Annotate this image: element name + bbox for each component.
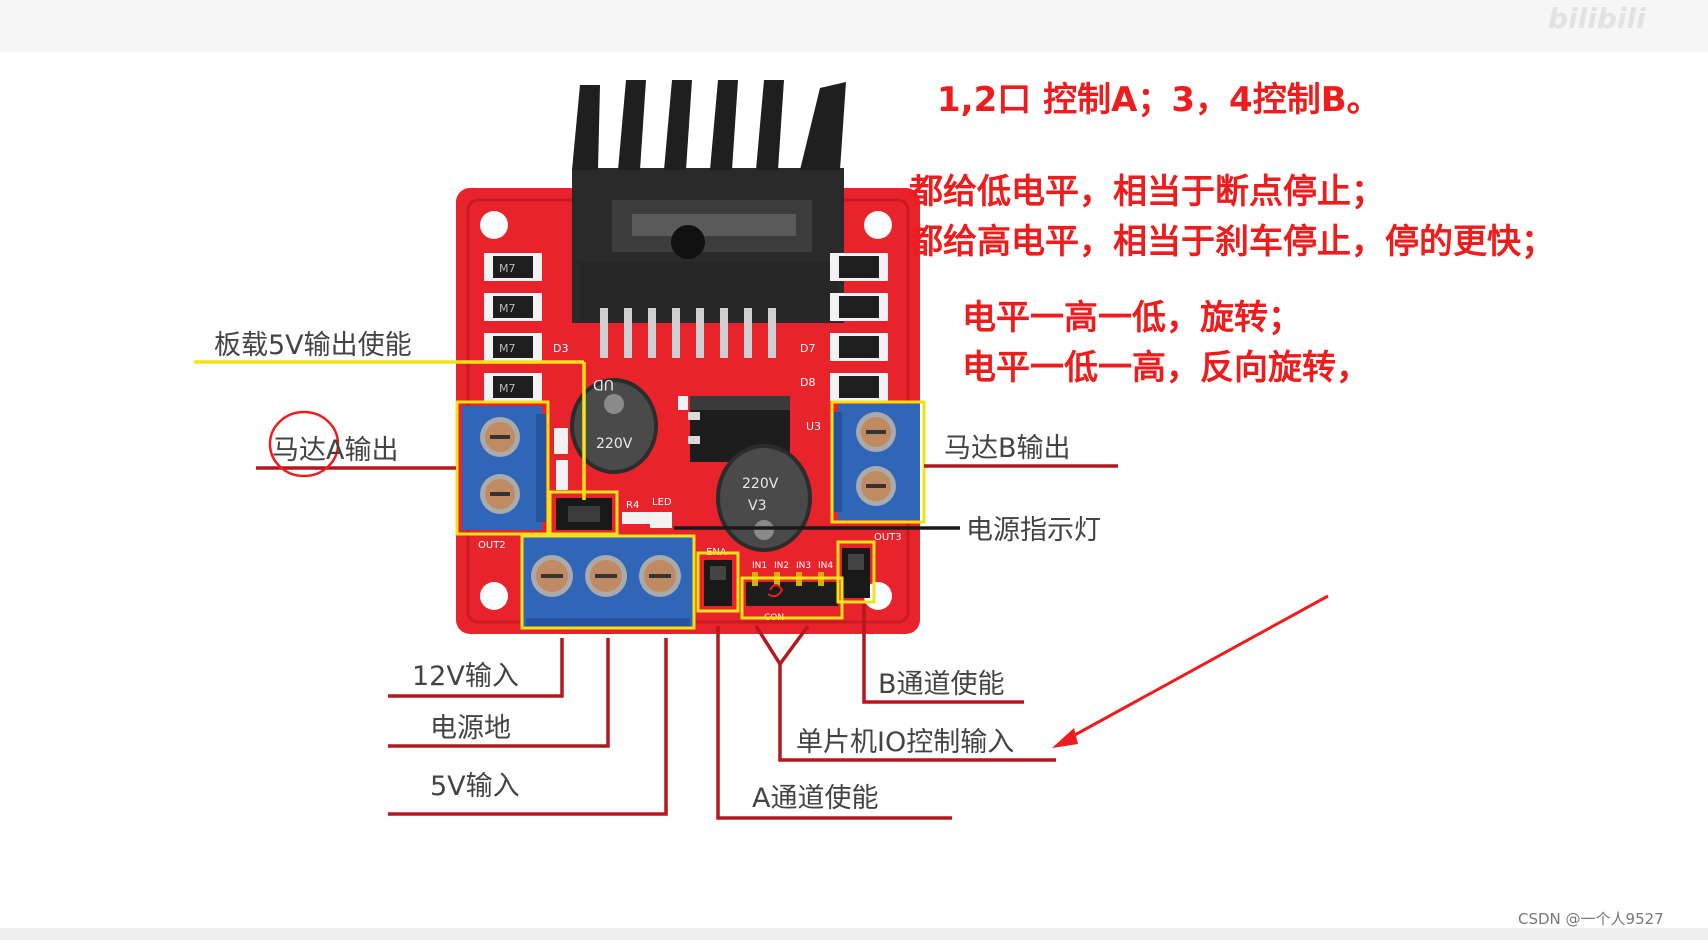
capacitor-right: 220V V3	[716, 444, 812, 552]
silk-out2: OUT2	[478, 540, 506, 551]
power-led-component	[650, 512, 672, 528]
silk-out3: OUT3	[874, 532, 902, 543]
label-onboard-5v: 板载5V输出使能	[214, 323, 412, 362]
silk-m7: M7	[499, 342, 516, 355]
cap-volt: V3	[748, 498, 766, 514]
mounting-hole	[480, 211, 508, 239]
label-motor-a: 马达A输出	[272, 428, 398, 467]
power-terminal	[522, 536, 694, 628]
heatsink	[572, 80, 846, 323]
silk-in4: IN4	[818, 561, 833, 571]
annotation-line-4: 电平一高一低，旋转；	[962, 290, 1302, 339]
mounting-hole	[480, 582, 508, 610]
silk-m7: M7	[499, 382, 516, 395]
motor-b-terminal	[832, 404, 920, 520]
label-power-led: 电源指示灯	[966, 508, 1101, 547]
annotation-line-1: 1,2口 控制A；3，4控制B。	[937, 72, 1381, 121]
ena-jumper	[704, 560, 732, 606]
label-ch-a-enable: A通道使能	[752, 776, 878, 815]
mounting-hole	[864, 211, 892, 239]
annotation-line-5: 电平一低一高，反向旋转，	[962, 340, 1370, 389]
silk-r4: R4	[626, 500, 639, 511]
cap-value: 220V	[742, 476, 779, 492]
bottom-bar	[0, 928, 1708, 940]
cap-brand: UD	[593, 376, 614, 392]
annotation-line-2: 都给低电平，相当于断点停止；	[909, 164, 1385, 213]
label-motor-b: 马达B输出	[944, 426, 1071, 465]
silk-d8: D8	[800, 376, 815, 389]
silk-in2: IN2	[774, 561, 789, 571]
enb-jumper	[842, 548, 870, 598]
silk-m7: M7	[499, 302, 516, 315]
onboard-5v-jumper	[556, 498, 612, 530]
silk-d3: D3	[553, 342, 568, 355]
silk-d7: D7	[800, 342, 815, 355]
silk-in1: IN1	[752, 561, 767, 571]
silk-u3: U3	[806, 420, 821, 433]
label-12v-input: 12V输入	[412, 654, 519, 693]
annotation-line-3: 都给高电平，相当于刹车停止，停的更快；	[909, 214, 1555, 263]
arrow-head	[1052, 728, 1078, 748]
silk-in3: IN3	[796, 561, 811, 571]
label-ch-b-enable: B通道使能	[878, 662, 1005, 701]
motor-a-terminal	[462, 406, 546, 530]
silk-m7: M7	[499, 262, 516, 275]
cap-value: 220V	[596, 436, 633, 452]
label-5v-input: 5V输入	[430, 764, 520, 803]
label-gnd: 电源地	[430, 706, 511, 745]
silk-led: LED	[652, 497, 672, 508]
label-mcu-io: 单片机IO控制输入	[796, 720, 1014, 759]
csdn-footer: CSDN @一个人9527	[1518, 908, 1664, 929]
